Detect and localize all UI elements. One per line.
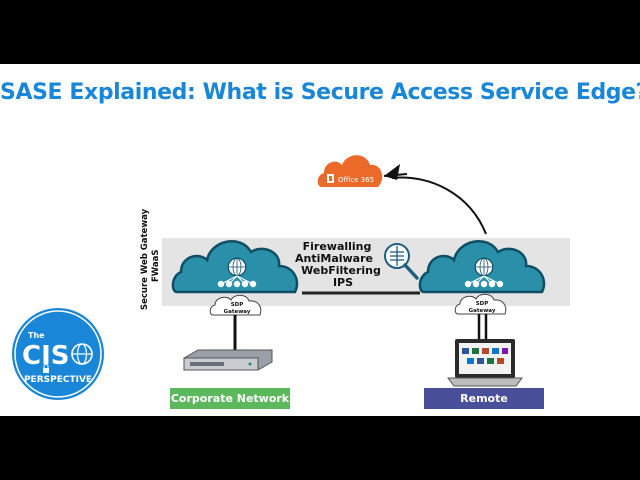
remote-label: Remote [460,392,508,405]
remote-label-box: Remote [424,388,544,409]
sdp-gateway-left: SDP Gateway [209,294,262,316]
slide-canvas: SASE Explained: What is Secure Access Se… [0,64,640,416]
service-item: IPS [333,276,353,289]
security-services-list: Firewalling AntiMalware WebFiltering IPS [295,240,381,289]
logo-line1: The [28,331,45,340]
globe-icon [71,343,93,365]
band-label-fwaas: FWaaS [151,250,161,282]
inspection-magnifier-icon [384,243,419,280]
internet-access-arrow [391,176,487,235]
corporate-network-label-box: Corporate Network [170,388,290,409]
globe-icon [474,257,494,277]
sdp-gateway-left-line1: SDP [231,302,244,308]
service-item: WebFiltering [301,264,381,277]
office365-cloud: Office 365 [317,155,383,187]
network-nodes-icon [217,275,257,288]
letterbox-top [0,0,640,64]
sase-cloud-left [171,240,299,294]
sase-cloud-right [418,240,546,294]
service-item: Firewalling [303,240,372,253]
lock-icon [43,364,49,373]
sase-diagram: Secure Web Gateway FWaaS [12,155,570,409]
sdp-gateway-right-line1: SDP [476,301,489,307]
sdp-gateway-left-line2: Gateway [224,309,251,315]
band-label-swg: Secure Web Gateway [140,208,150,310]
cis-perspective-logo: The CIS PERSPECTIVE [12,308,104,400]
sdp-gateway-right: SDP Gateway [454,293,507,315]
laptop-icon [447,339,523,387]
service-item: AntiMalware [295,252,373,265]
letterbox-bottom [0,416,640,480]
slide-title: SASE Explained: What is Secure Access Se… [0,80,640,105]
office-logo-icon [327,174,334,183]
logo-line3: PERSPECTIVE [24,375,92,385]
network-nodes-icon [464,275,504,288]
globe-icon [227,257,247,277]
corporate-network-label: Corporate Network [171,392,290,405]
sdp-gateway-right-line2: Gateway [469,308,496,314]
logo-line2: CIS [22,341,69,371]
band-label: Secure Web Gateway FWaaS [140,208,161,310]
office365-label: Office 365 [338,176,374,184]
server-appliance-icon [183,349,273,371]
